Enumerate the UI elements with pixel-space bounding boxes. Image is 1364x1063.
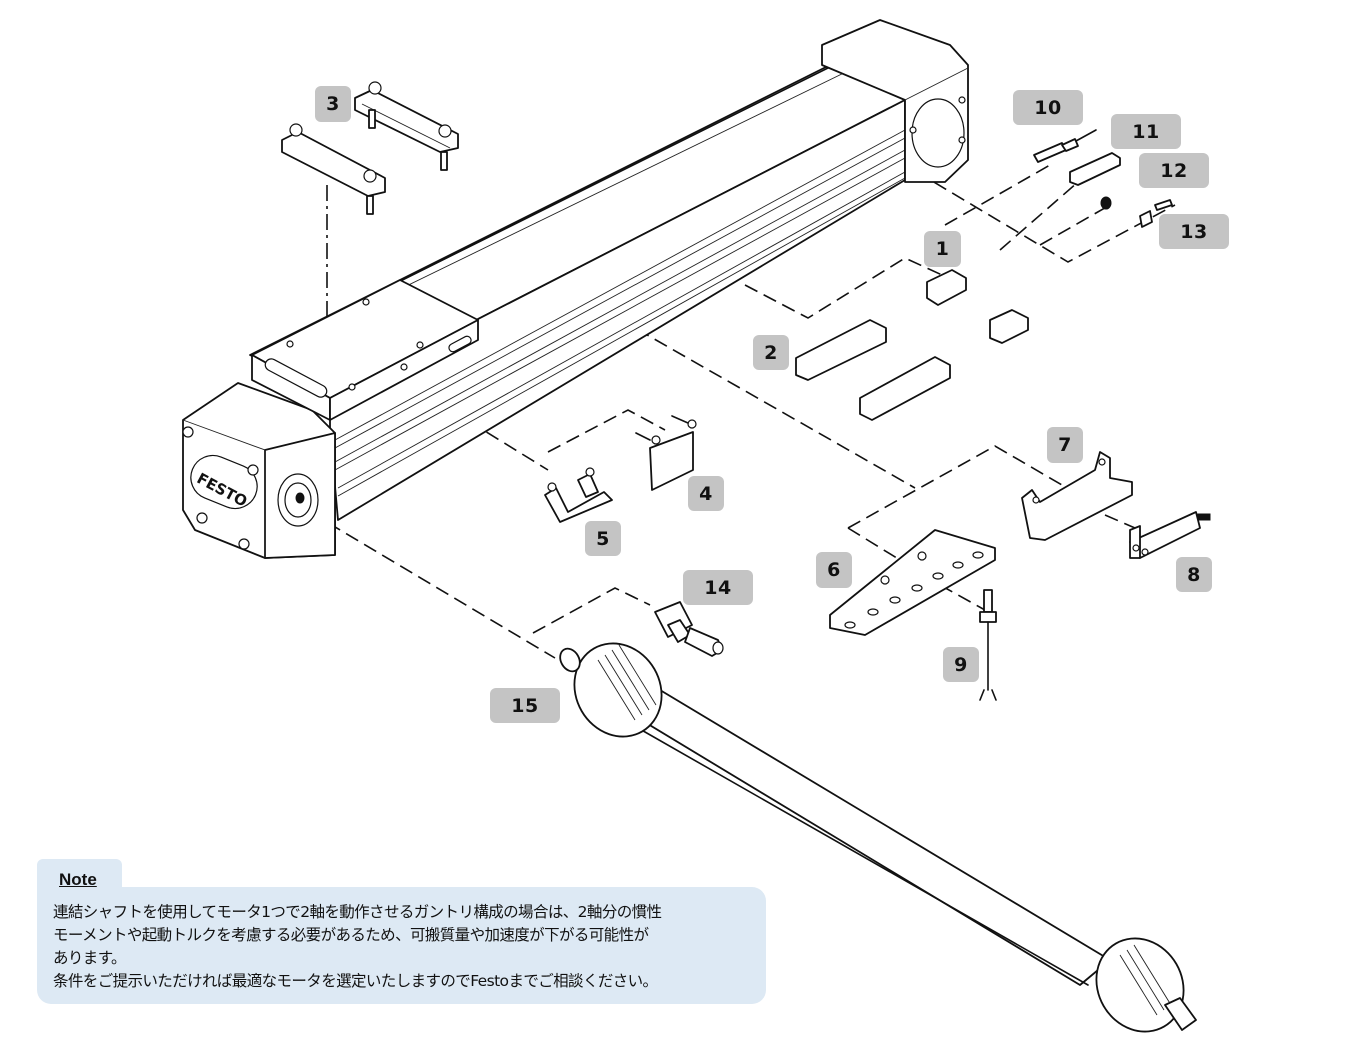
parts-1-2-slot-nuts — [795, 269, 1029, 421]
note-title: Note — [59, 870, 97, 889]
note-text: 連結シャフトを使用してモータ1つで2軸を動作させるガントリ構成の場合は、2軸分の… — [53, 901, 758, 993]
part-3-mounting-bars — [281, 81, 459, 215]
note-line-2: モーメントや起動トルクを考慮する必要があるため、可搬質量や加速度が下がる可能性が — [53, 926, 649, 944]
parts-10-13 — [1033, 129, 1173, 228]
callout-1: 1 — [924, 231, 961, 267]
callout-11: 11 — [1111, 114, 1181, 149]
callout-7: 7 — [1047, 427, 1083, 463]
note-line-3: あります。 — [53, 949, 127, 967]
callout-3: 3 — [315, 86, 351, 122]
callout-8: 8 — [1176, 557, 1212, 592]
callout-10: 10 — [1013, 90, 1083, 125]
leader-lines — [309, 149, 1176, 659]
part-14-adapter — [654, 601, 724, 657]
callout-2: 2 — [753, 335, 789, 370]
note-line-4: 条件をご提示いただければ最適なモータを選定いたしますのでFestoまでご相談くだ… — [53, 972, 658, 990]
axis-body: FESTO — [182, 19, 969, 559]
callout-6: 6 — [816, 552, 852, 588]
part-15-connecting-shaft — [559, 642, 1197, 1033]
note-line-1: 連結シャフトを使用してモータ1つで2軸を動作させるガントリ構成の場合は、2軸分の… — [53, 903, 662, 921]
callout-13: 13 — [1159, 214, 1229, 249]
callout-4: 4 — [688, 476, 724, 511]
callout-5: 5 — [585, 521, 621, 556]
callout-12: 12 — [1139, 153, 1209, 188]
callout-9: 9 — [943, 647, 979, 682]
parts-4-5-switch-lugs — [544, 415, 697, 523]
note-box — [37, 887, 766, 1004]
callout-15: 15 — [490, 688, 560, 723]
callout-14: 14 — [683, 570, 753, 605]
parts-6-9-sensors — [829, 451, 1211, 701]
